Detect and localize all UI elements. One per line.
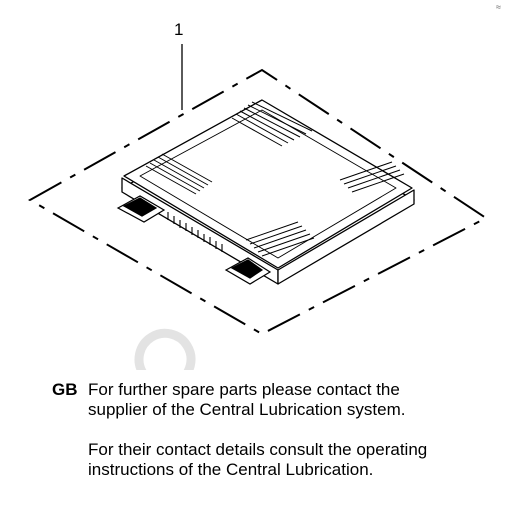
note-row: GB For further spare parts please contac… [52,380,502,480]
note-paragraph-1-line-1: For further spare parts please contact t… [88,380,400,399]
note-paragraph-2-line-1: For their contact details consult the op… [88,440,428,459]
lubrication-unit [121,99,415,285]
corner-mark: ≈ [496,2,502,12]
exploded-view-drawing [27,44,488,336]
lid-ribs [145,101,405,257]
spare-parts-note: GB For further spare parts please contac… [52,380,502,480]
mounting-tabs [116,195,272,285]
callout-number: 1 [174,20,184,39]
note-paragraphs: For further spare parts please contact t… [88,380,502,480]
paragraph-gap [88,420,502,440]
note-paragraph-1-line-2: supplier of the Central Lubrication syst… [88,400,406,419]
group-boundary [27,68,488,336]
language-code: GB [52,380,78,399]
front-vents [167,212,223,252]
note-paragraph-2-line-2: instructions of the Central Lubrication. [88,460,374,479]
